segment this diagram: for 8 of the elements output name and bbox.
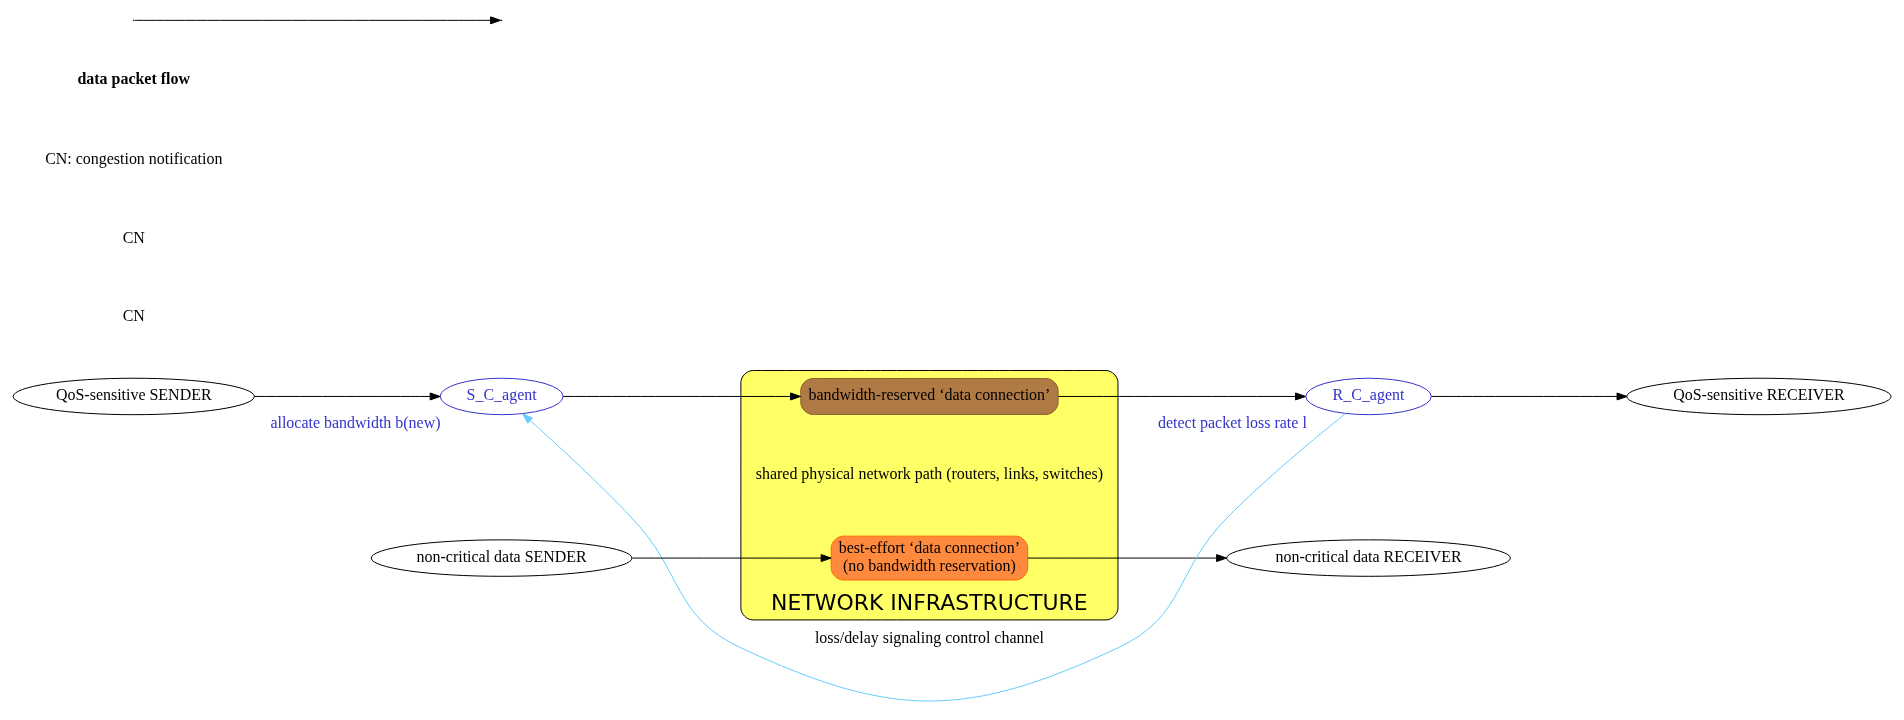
label: CN: [122, 228, 145, 246]
node-label: detect packet loss rate l: [1157, 413, 1307, 431]
label: CN: congestion notification: [45, 149, 223, 167]
edge-label: loss/delay signaling control channel: [814, 628, 1044, 646]
node-label: allocate bandwidth b(new): [270, 413, 441, 431]
legend-label: data packet flow: [77, 69, 190, 87]
label: CN: [122, 306, 145, 324]
node-text: shared physical network path (routers, links, switches): [755, 464, 1104, 482]
